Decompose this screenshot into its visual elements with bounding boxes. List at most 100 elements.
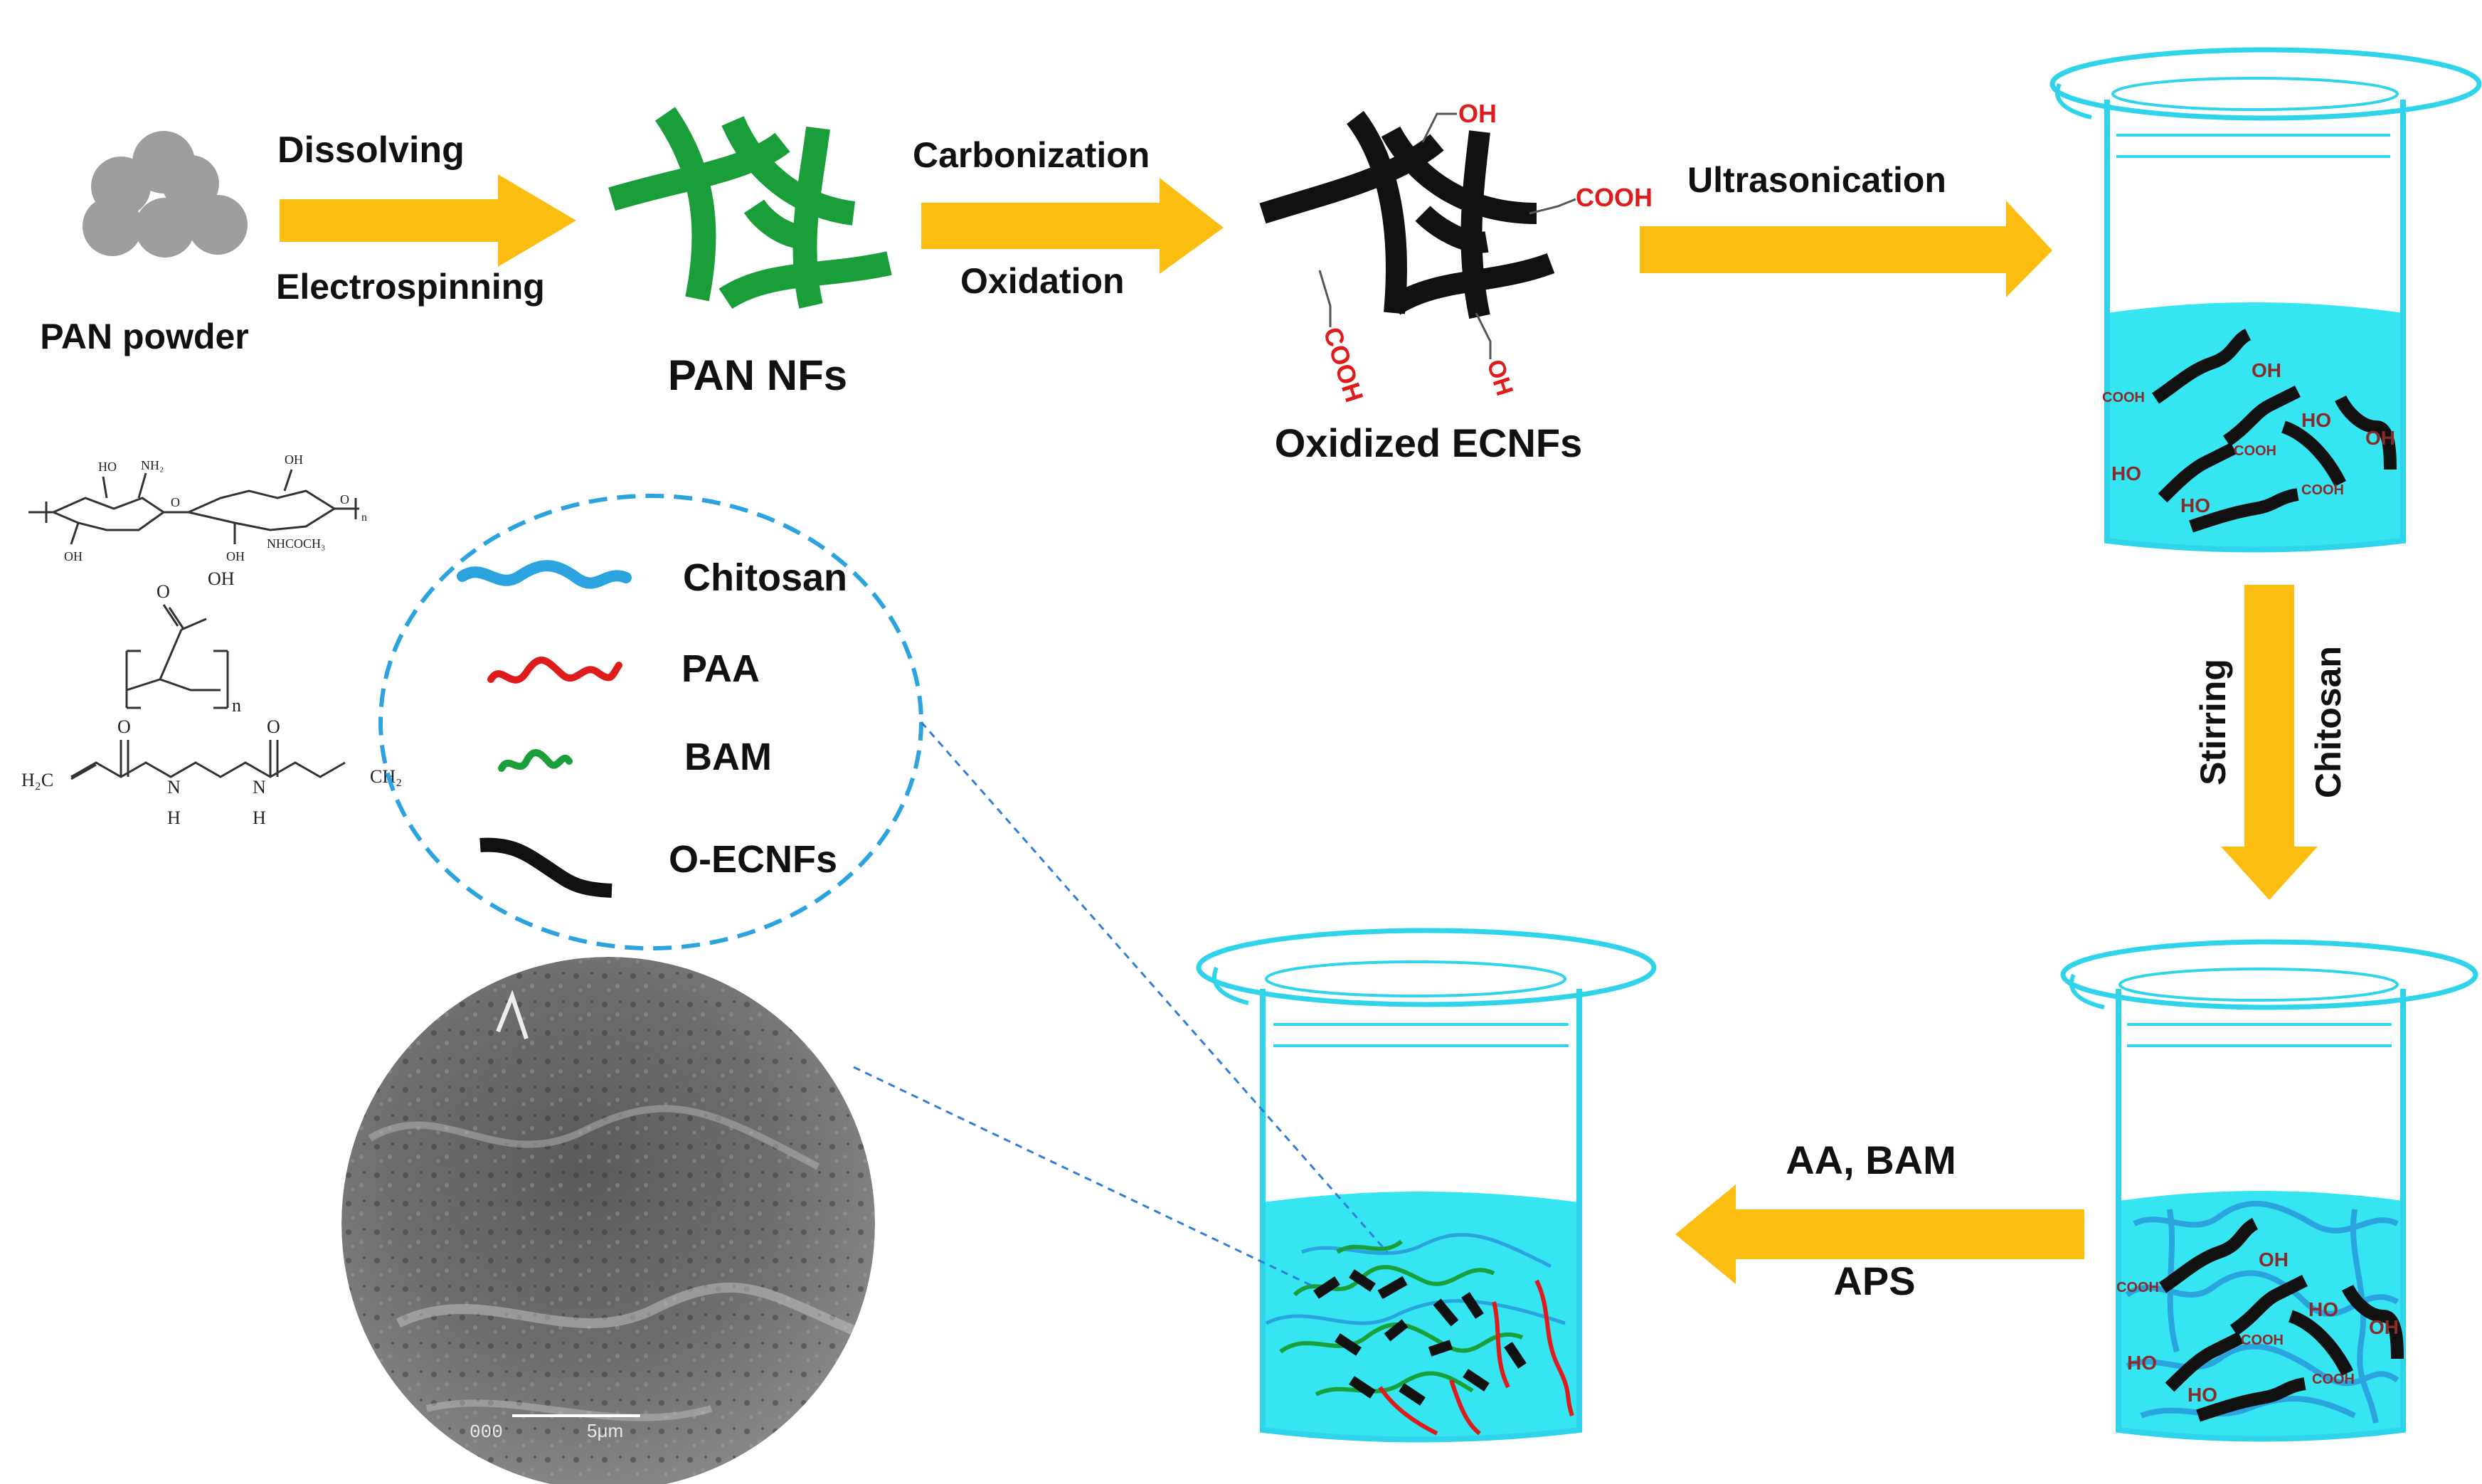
bam-h-label-2: H <box>253 807 266 828</box>
arrow-right-icon <box>921 178 1224 274</box>
chitosan-o-label-2: O <box>340 492 349 507</box>
chitosan-nhcoch3-label: NHCOCH₃ <box>267 536 325 551</box>
chitosan-structure <box>28 469 359 545</box>
chitosan-oh-label: OH <box>285 452 303 467</box>
chitosan-oh-label-3: OH <box>226 549 245 563</box>
chitosan-legend-icon <box>457 560 632 589</box>
pan-nfs-label: PAN NFs <box>668 351 847 399</box>
bam-n-label-2: N <box>253 777 266 797</box>
ho-group-label: HO <box>2127 1352 2157 1374</box>
pan-powder: PAN powder <box>40 131 249 356</box>
cooh-group-label-2: COOH <box>2241 1332 2284 1348</box>
zoom-connector-lines <box>853 721 1389 1289</box>
ho-group-label: HO <box>2111 462 2141 484</box>
oh-group-label-2: OH <box>1481 356 1518 399</box>
bam-o-label: O <box>117 716 131 737</box>
chitosan-n-label: n <box>361 512 367 524</box>
cooh-group-label: COOH <box>2102 390 2145 406</box>
bam-structure <box>70 740 346 780</box>
ho-group-label-2: HO <box>2180 494 2210 516</box>
paa-n-label: n <box>232 695 241 716</box>
arrow-right-icon <box>1640 201 2052 297</box>
hydrogel-network <box>1265 1233 1574 1436</box>
ho-group-label-2: HO <box>2187 1384 2217 1406</box>
oh-group-label-2: OH <box>2365 427 2395 449</box>
pan-powder-particles-icon <box>83 131 248 258</box>
arrow-carbonization: Carbonization Oxidation <box>913 135 1224 301</box>
cooh-group-label-2: COOH <box>2234 443 2276 459</box>
beaker-ultrasonicated: OH COOH HO COOH HO COOH HO OH <box>2049 47 2482 553</box>
beaker-spout <box>1212 966 1249 1005</box>
beaker-spout <box>2055 83 2092 120</box>
legend-circle: Chitosan PAA BAM O-ECNFs <box>378 494 923 950</box>
bam-h2c-label: H₂C <box>21 770 53 790</box>
pan-nfs: PAN NFs <box>608 107 892 399</box>
paa-oh-label: OH <box>208 568 235 589</box>
beaker-hydrogel <box>1196 928 1657 1443</box>
beaker-liquid <box>1263 1192 1579 1438</box>
cooh-group-label: COOH <box>1576 183 1653 212</box>
ho-group-label-3: HO <box>2301 409 2331 431</box>
beaker-rim <box>1196 928 1657 1007</box>
stirring-label: Stirring <box>2193 659 2233 785</box>
legend-o-ecnfs-label: O-ECNFs <box>669 838 837 881</box>
oh-group-label-2: OH <box>2369 1316 2399 1338</box>
oh-group-label: OH <box>2252 359 2281 381</box>
bam-legend-icon <box>498 749 573 772</box>
chitosan-ho-label: HO <box>98 460 117 474</box>
green-fiber-network-icon <box>608 107 892 309</box>
arrow-stirring: Stirring Chitosan <box>2193 585 2348 900</box>
cooh-group-label: COOH <box>2116 1280 2159 1295</box>
bam-ch2-label: CH₂ <box>370 766 402 787</box>
black-fiber-network-icon <box>1259 110 1555 319</box>
chitosan-o-label: O <box>171 495 180 509</box>
arrow-right-icon <box>280 174 576 267</box>
beaker-rim <box>2049 47 2482 121</box>
cooh-group-label-2: COOH <box>1317 324 1369 406</box>
paa-structure <box>125 604 229 709</box>
electrospinning-label: Electrospinning <box>276 267 545 307</box>
oh-group-label: OH <box>2259 1249 2289 1271</box>
chitosan-oh-label-2: OH <box>64 549 83 563</box>
sem-scale-label: 5μm <box>587 1420 623 1441</box>
beaker-spout <box>2069 973 2105 1009</box>
arrow-polymerization: AA, BAM APS <box>1675 1138 2084 1303</box>
beaker-outline <box>2116 989 2406 1442</box>
oxidation-label: Oxidation <box>960 261 1125 301</box>
beaker-outline <box>2104 100 2406 553</box>
cooh-group-label-3: COOH <box>2301 482 2344 498</box>
beaker-rim-inner <box>2111 77 2399 111</box>
oh-group-label: OH <box>1458 99 1497 128</box>
oxidized-ecnfs-label: Oxidized ECNFs <box>1275 420 1583 465</box>
paa-legend-icon <box>487 657 622 684</box>
ho-group-label-3: HO <box>2308 1298 2338 1320</box>
cooh-group-label-3: COOH <box>2312 1372 2355 1387</box>
bam-h-label: H <box>167 807 181 828</box>
paa-o-label: O <box>157 581 170 602</box>
arrow-left-icon <box>1675 1184 2084 1284</box>
dissolving-label: Dissolving <box>277 129 465 171</box>
arrow-ultrasonication: Ultrasonication <box>1640 160 2052 297</box>
legend-chitosan-label: Chitosan <box>683 556 847 599</box>
sem-image: 000 5μm <box>341 957 875 1484</box>
dispersed-fibers <box>2151 328 2397 533</box>
functional-group-bonds <box>1318 112 1576 359</box>
arrow-down-icon <box>2221 585 2318 900</box>
ecnf-fibers <box>2158 1217 2404 1422</box>
chitosan-nh2-label: NH₂ <box>141 458 164 472</box>
ultrasonication-label: Ultrasonication <box>1687 160 1946 200</box>
beaker-with-chitosan: OH COOH HO COOH HO COOH HO OH <box>2060 939 2478 1442</box>
legend-bam-label: BAM <box>684 736 772 778</box>
arrow-dissolving: Dissolving Electrospinning <box>276 129 576 307</box>
beaker-outline <box>1260 989 1582 1443</box>
pan-powder-label: PAN powder <box>40 317 249 356</box>
aa-bam-label: AA, BAM <box>1786 1138 1956 1182</box>
beaker-rim-inner <box>1265 960 1566 997</box>
bam-n-label: N <box>167 777 181 797</box>
legend-paa-label: PAA <box>682 647 760 690</box>
beaker-rim-inner <box>2118 968 2399 1002</box>
carbonization-label: Carbonization <box>913 135 1150 175</box>
beaker-rim <box>2060 939 2478 1010</box>
o-ecnfs-legend-icon <box>479 837 612 898</box>
